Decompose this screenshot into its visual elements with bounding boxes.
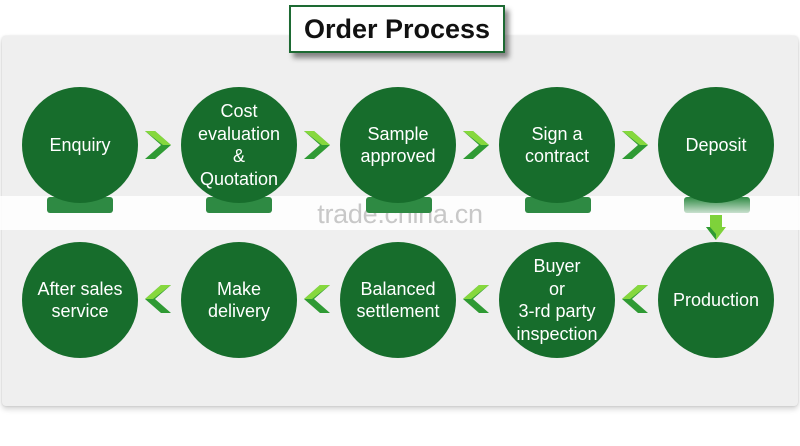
- step-label: 3-rd party: [518, 301, 596, 321]
- page-title: Order Process: [303, 13, 491, 44]
- step-label: Enquiry: [49, 134, 111, 155]
- step-label: delivery: [207, 301, 271, 321]
- chevron-right-icon: [622, 131, 648, 159]
- step-label: evaluation: [197, 123, 281, 144]
- chevron-left-icon: [145, 285, 171, 313]
- step-label: After sales: [37, 278, 123, 299]
- step-label: contract: [524, 146, 590, 166]
- chevron-left-icon: [622, 285, 648, 313]
- step-label: inspection: [516, 323, 598, 344]
- step-label: Sign a: [531, 123, 583, 144]
- step-inspection: Buyer or 3-rd party inspection: [499, 242, 615, 358]
- step-label: or: [548, 278, 565, 299]
- step-label: &: [232, 146, 245, 166]
- circle-reflection: [47, 197, 113, 213]
- step-label: Balanced: [360, 278, 436, 299]
- step-production: Production: [658, 242, 774, 358]
- chevron-down-icon: [706, 215, 726, 240]
- step-enquiry: Enquiry: [22, 87, 138, 203]
- chevron-right-icon: [304, 131, 330, 159]
- step-label: Cost: [220, 101, 258, 121]
- step-after-sales: After sales service: [22, 242, 138, 358]
- step-sign-contract: Sign a contract: [499, 87, 615, 203]
- step-sample-approved: Sample approved: [340, 87, 456, 203]
- step-label: Quotation: [199, 168, 279, 189]
- circle-reflection: [206, 197, 272, 213]
- chevron-left-icon: [304, 285, 330, 313]
- title-box: Order Process: [289, 5, 505, 53]
- step-deposit: Deposit: [658, 87, 774, 203]
- step-balanced-settlement: Balanced settlement: [340, 242, 456, 358]
- step-label: service: [51, 301, 109, 321]
- step-label: Buyer: [533, 256, 581, 276]
- step-label: Sample: [367, 123, 429, 144]
- step-make-delivery: Make delivery: [181, 242, 297, 358]
- step-label: Make: [216, 278, 261, 299]
- chevron-left-icon: [463, 285, 489, 313]
- step-label: Deposit: [685, 134, 747, 155]
- step-cost-evaluation: Cost evaluation & Quotation: [181, 87, 297, 203]
- chevron-right-icon: [145, 131, 171, 159]
- step-label: settlement: [356, 301, 440, 321]
- step-label: Production: [672, 289, 760, 310]
- chevron-right-icon: [463, 131, 489, 159]
- step-label: approved: [360, 146, 436, 166]
